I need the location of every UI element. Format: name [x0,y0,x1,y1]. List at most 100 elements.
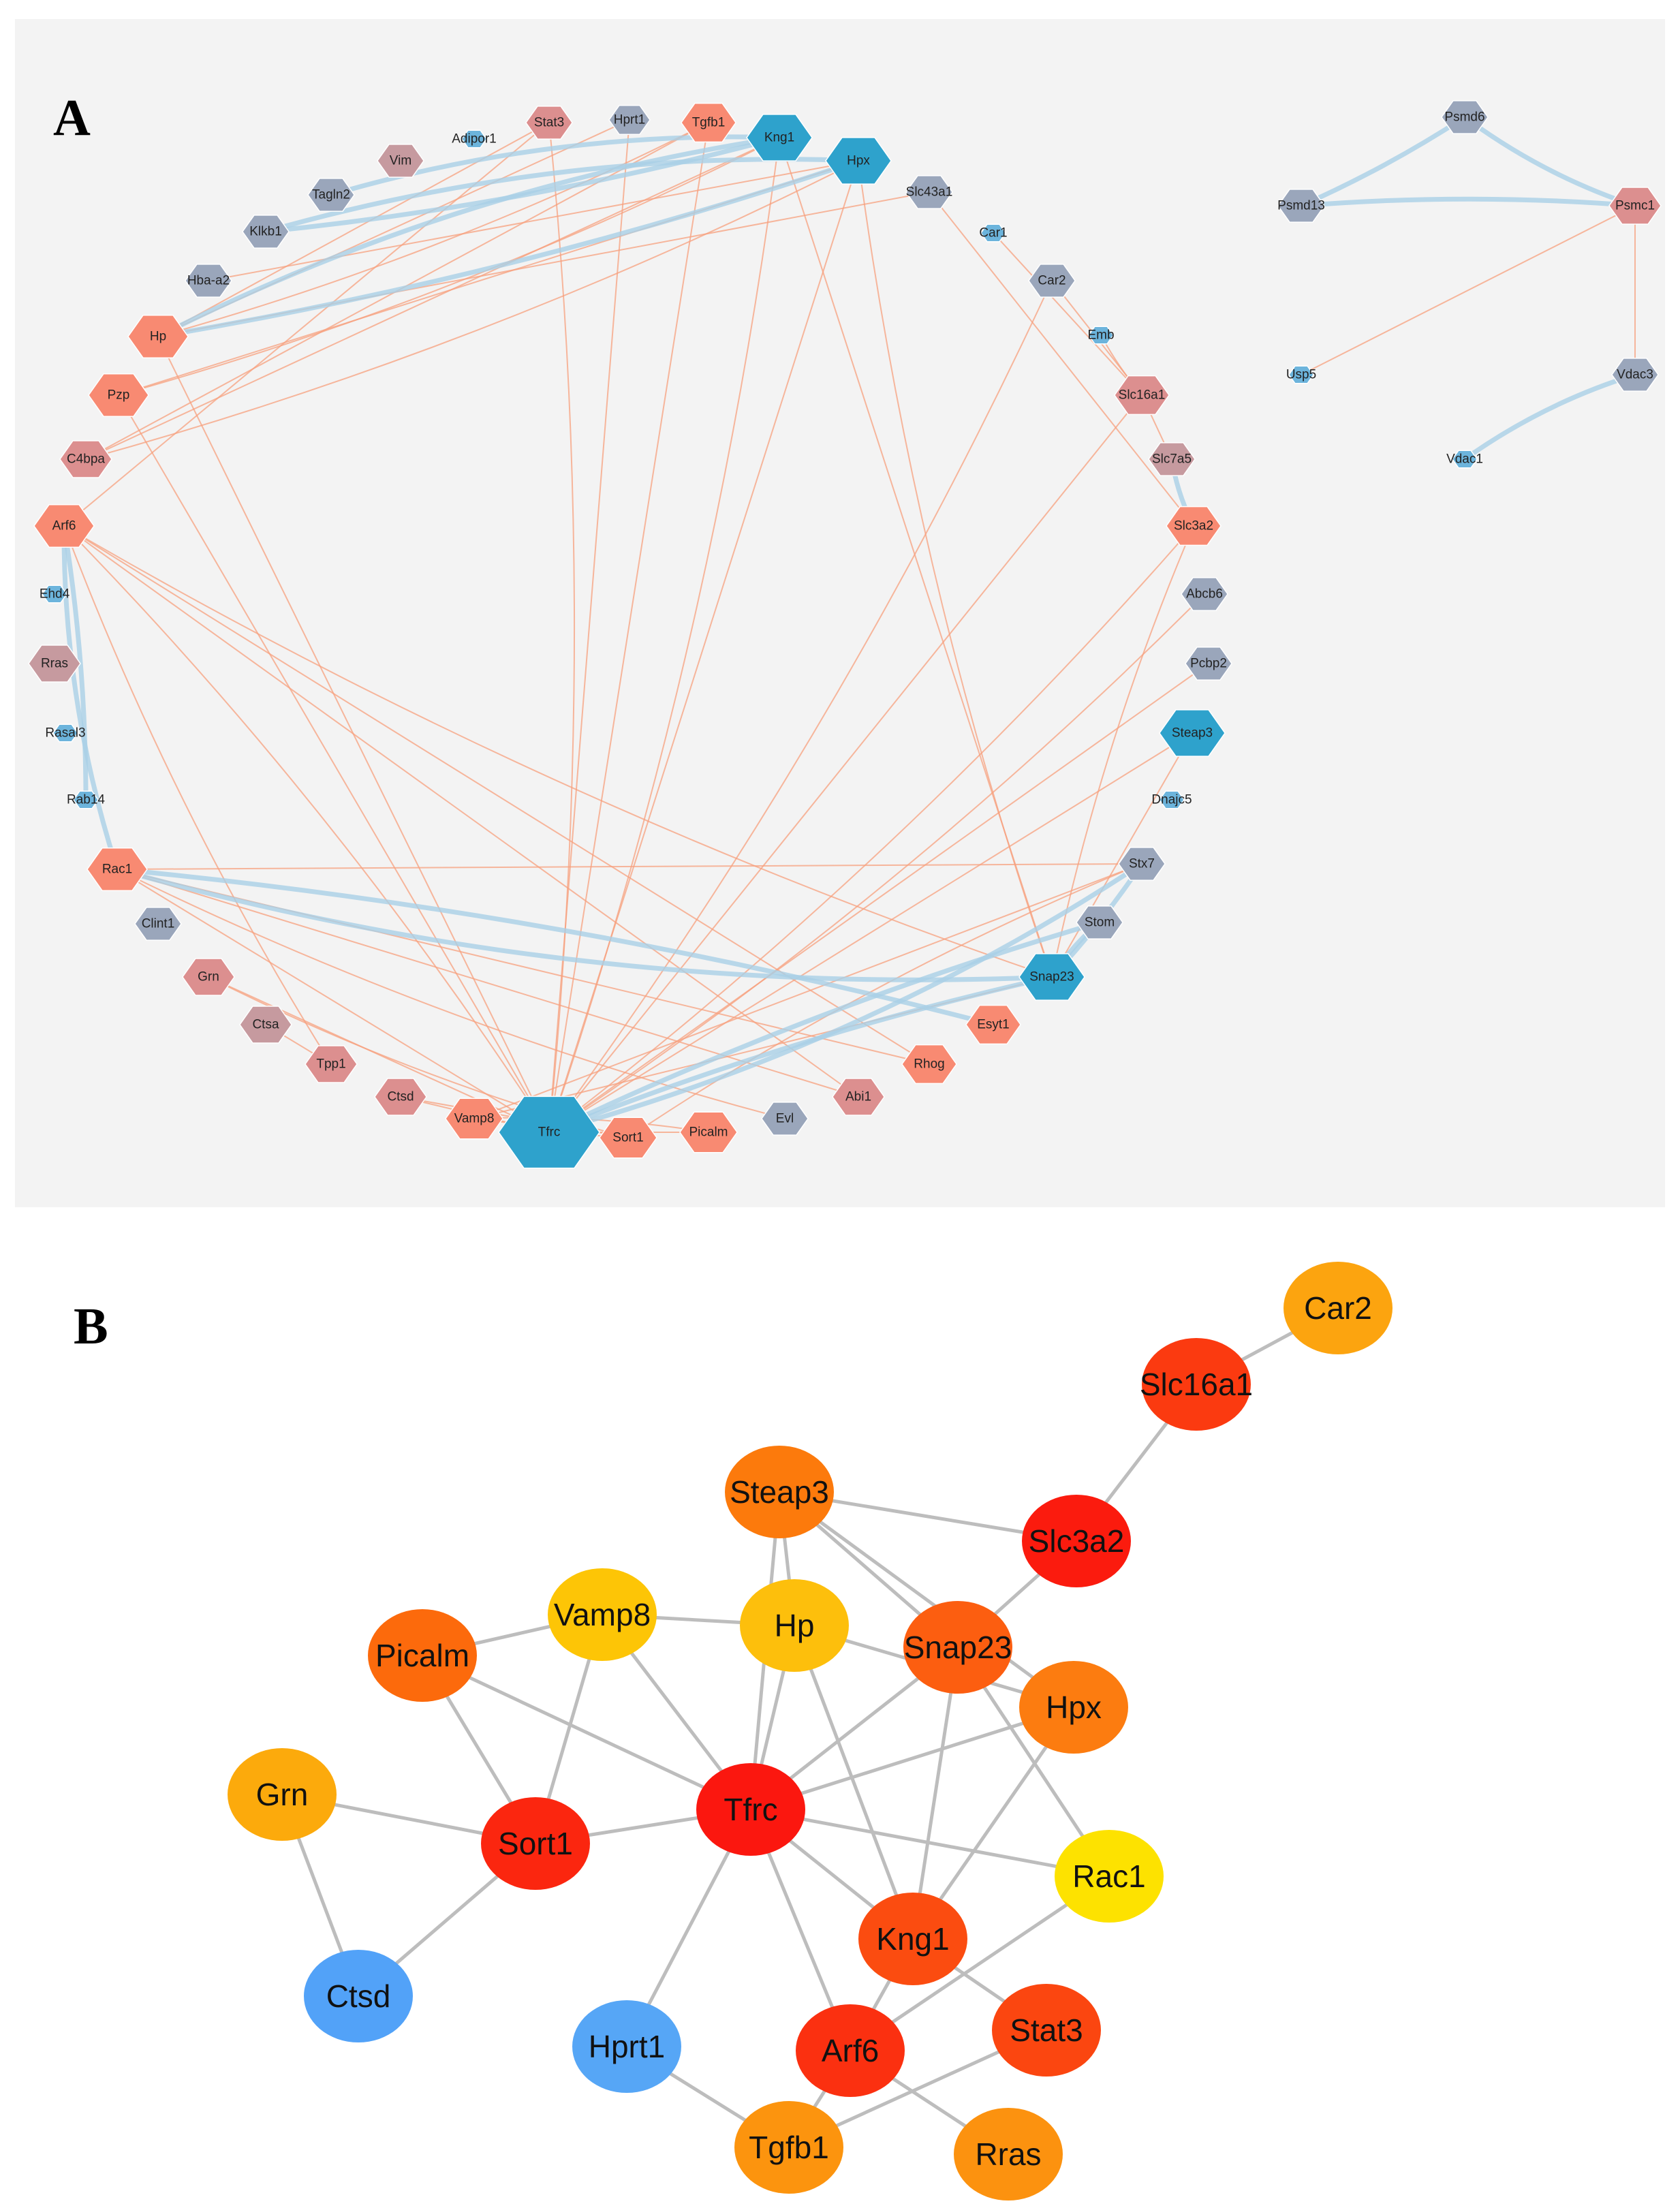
node-a-hexagon [1611,358,1659,392]
edge-a-arf6-rac1 [61,523,120,872]
node-a-hexagon [88,373,149,417]
node-a-psmc1: Psmc1 [1608,187,1662,225]
edge-a-car1-slc16a1 [993,232,1142,396]
node-a-hexagon [1185,647,1232,681]
edge-a-psmd6-psmd13 [1298,114,1467,208]
node-a-label: Psmc1 [1615,199,1655,213]
node-a-vamp8: Vamp8 [445,1098,503,1140]
node-a-snap23: Snap23 [1018,953,1085,1001]
node-b-label: Tfrc [724,1792,777,1827]
node-a-hexagon [1076,905,1123,939]
node-a-label: Psmd6 [1444,110,1484,125]
node-a-hexagon [1288,365,1314,384]
node-b-ellipse [696,1763,805,1856]
node-a-label: Vamp8 [454,1112,495,1126]
node-a-label: Car2 [1038,274,1065,288]
edge-a-tfrc-snap23 [546,974,1055,1135]
edge-a-tfrc-hpx [548,160,859,1133]
node-a-steap3: Steap3 [1159,709,1226,757]
node-b-ellipse [725,1446,834,1538]
node-a-rasal3: Rasal3 [45,724,86,743]
node-a-label: Clint1 [142,917,175,931]
node-a-label: Vim [390,154,411,168]
node-b-car2: Car2 [1284,1262,1393,1354]
edge-a-tfrc-tgfb1 [548,122,709,1133]
node-a-label: Slc7a5 [1152,452,1192,467]
node-a-car2: Car2 [1028,264,1076,298]
node-b-label: Steap3 [730,1474,829,1510]
node-a-label: Slc43a1 [906,185,953,200]
node-a-hprt1: Hprt1 [608,104,651,136]
node-a-hexagon [825,137,892,185]
node-b-label: Vamp8 [554,1597,651,1632]
node-b-label: Arf6 [822,2033,879,2068]
node-a-label: Esyt1 [977,1018,1010,1032]
node-a-label: Stat3 [534,116,564,130]
node-a-vdac3: Vdac3 [1611,358,1659,392]
node-b-label: Ctsd [326,1978,391,2014]
node-a-label: Tgfb1 [692,116,726,130]
node-a-hexagon [307,178,355,212]
node-b-label: Slc16a1 [1140,1367,1253,1402]
edge-a-arf6-rab14 [61,523,89,803]
node-a-hexagon [461,129,487,149]
node-a-label: Tagln2 [312,188,350,202]
edge-a-c4bpa-hpx [85,160,859,460]
node-a-hexagon [1441,100,1489,134]
node-a-pcbp2: Pcbp2 [1185,647,1232,681]
node-a-hexagon [1166,506,1222,546]
node-a-hexagon [1118,847,1166,881]
edge-a-rac1-snap23 [114,867,1055,982]
node-a-hexagon [28,644,81,683]
node-a-hexagon [1277,189,1325,223]
edge-a-tfrc-stx7 [546,861,1145,1135]
node-b-ellipse [304,1950,413,2042]
node-a-psmd13: Psmd13 [1277,189,1325,223]
node-a-label: Sort1 [612,1131,643,1145]
node-a-hexagon [965,1004,1021,1045]
edge-b-steap3-hpx [778,1490,1075,1709]
node-a-hp: Hp [127,315,189,358]
node-a-esyt1: Esyt1 [965,1004,1021,1045]
edge-b-tfrc-rac1 [750,1807,1110,1878]
edge-a-slc43a1-slc3a2 [929,191,1194,527]
edge-a-rac1-esyt1 [114,867,996,1027]
node-b-hp: Hp [740,1579,849,1672]
node-a-hexagon [599,1117,657,1159]
edge-b-rac1-arf6 [849,1874,1110,2053]
node-b-arf6: Arf6 [796,2004,905,2097]
node-b-rras: Rras [954,2108,1063,2201]
node-a-label: Emb [1087,328,1114,343]
node-a-label: Slc3a2 [1174,519,1213,533]
node-b-ellipse [548,1568,657,1661]
edge-a-tfrc-arf6 [63,525,550,1133]
node-a-hexagon [1181,577,1228,611]
node-b-ellipse [481,1797,590,1890]
node-b-label: Tgfb1 [749,2130,829,2165]
node-b-label: Stat3 [1010,2012,1083,2048]
node-b-ellipse [1022,1495,1131,1587]
edge-a-hp-stat3 [157,122,550,337]
node-a-emb: Emb [1087,326,1115,345]
node-b-label: Sort1 [498,1826,573,1861]
node-a-stx7: Stx7 [1118,847,1166,881]
node-a-vim: Vim [377,144,424,178]
edge-b-snap23-kng1 [911,1647,960,1940]
node-b-slc3a2: Slc3a2 [1022,1495,1131,1587]
node-a-label: Pzp [108,388,130,403]
node-a-rras: Rras [28,644,81,683]
node-a-label: Tpp1 [316,1057,345,1072]
edge-a-c4bpa-kng1 [85,137,780,460]
node-b-label: Slc3a2 [1029,1523,1125,1559]
node-a-hexagon [134,907,182,941]
node-b-sort1: Sort1 [481,1797,590,1890]
edge-b-hp-kng1 [792,1625,915,1940]
node-a-abi1: Abi1 [832,1078,885,1116]
node-a-tpp1: Tpp1 [305,1045,358,1083]
node-a-pzp: Pzp [88,373,149,417]
edge-a-arf6-abi1 [63,525,859,1098]
node-a-label: Stom [1085,916,1115,930]
node-b-ellipse [992,1984,1101,2077]
node-a-label: Rhog [914,1057,944,1072]
